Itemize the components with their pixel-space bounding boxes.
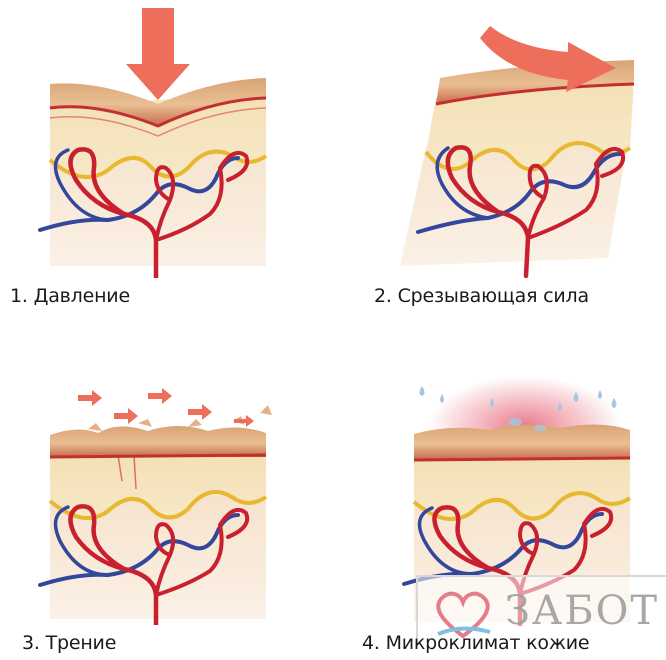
caption-pressure: 1. Давление [10,285,130,307]
panel-friction-illustration [38,385,278,625]
panel-shear-illustration [398,8,646,278]
caption-microclimate: 4. Микроклимат кожие [362,632,589,654]
friction-arrows-icon [78,388,254,427]
caption-friction: 3. Трение [22,632,116,654]
panel-pressure-illustration [38,8,278,278]
epidermis-layer [50,426,266,457]
caption-shear-force: 2. Срезывающая сила [374,285,589,307]
watermark-text: ЗАБОТ [505,588,659,634]
epidermis-layer [414,424,630,460]
pressure-arrow-icon [126,8,190,100]
